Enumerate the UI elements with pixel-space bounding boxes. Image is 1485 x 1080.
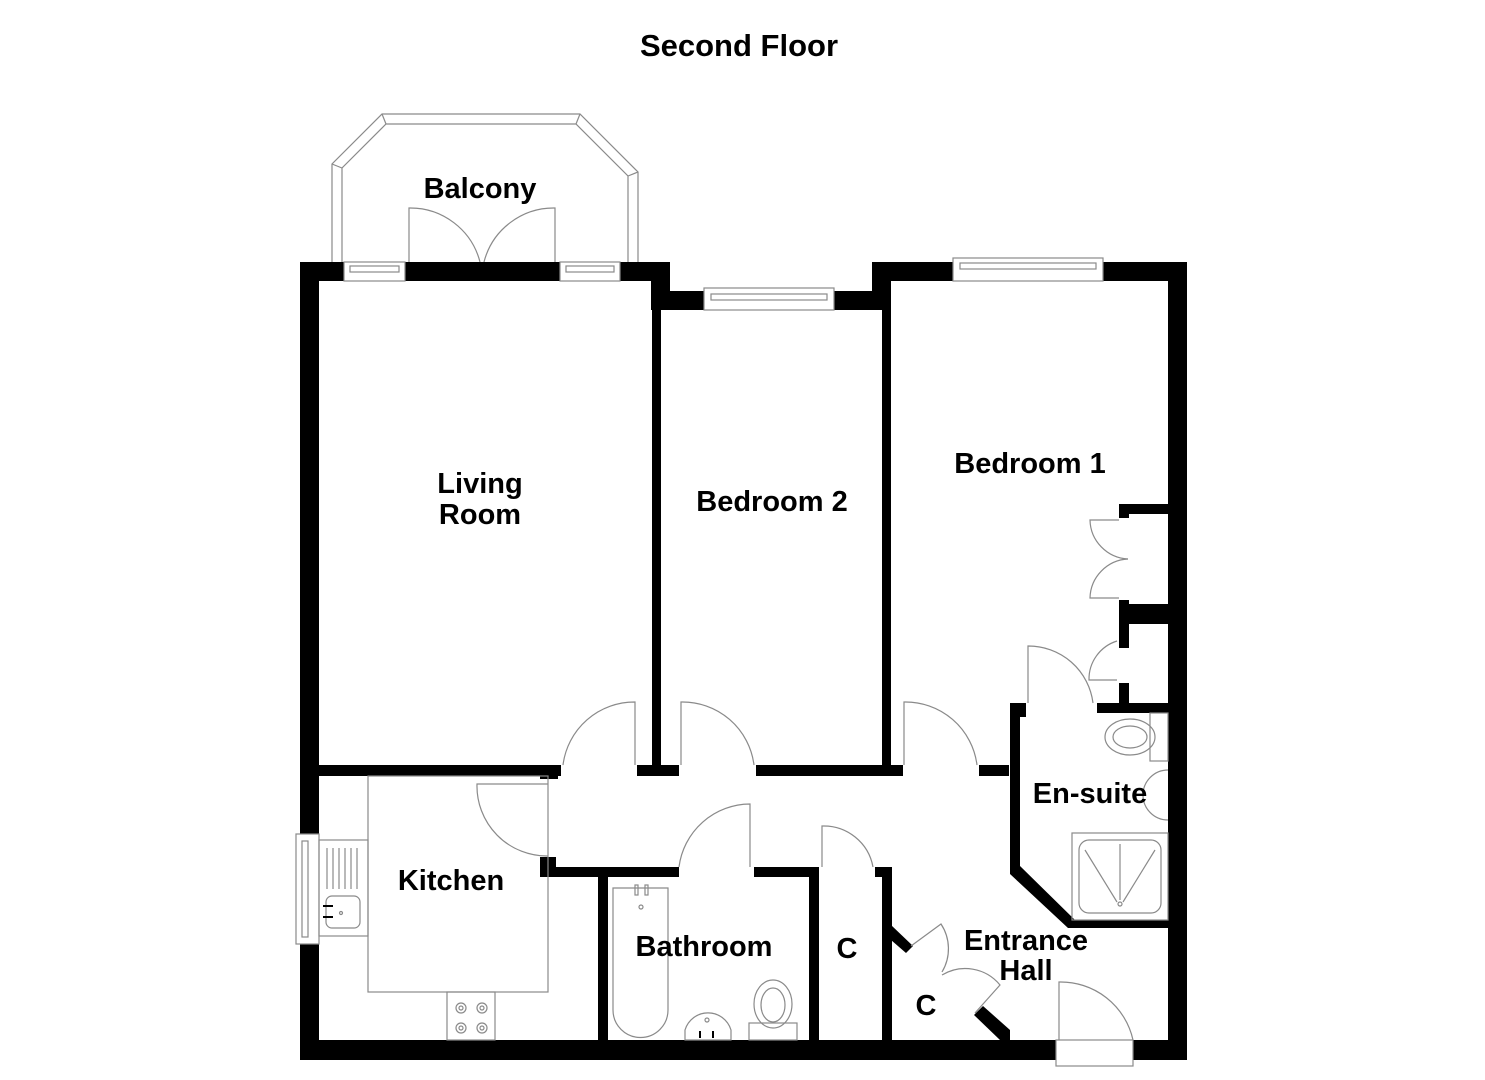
- room-label-cupboard-2: C: [915, 990, 937, 1022]
- room-label-bedroom2: Bedroom 2: [696, 486, 848, 518]
- kitchen-fittings: [318, 775, 549, 1041]
- room-label-living-room-line2: Room: [438, 499, 522, 531]
- windows: [295, 257, 1104, 945]
- room-label-entrance-hall-line1: Entrance: [963, 925, 1089, 957]
- room-label-bedroom1: Bedroom 1: [954, 448, 1106, 480]
- outer-walls: [300, 262, 1187, 1060]
- room-label-ensuite: En-suite: [1032, 778, 1148, 810]
- room-label-living-room-line1: Living: [437, 468, 523, 500]
- room-label-entrance-hall-line2: Hall: [999, 955, 1053, 987]
- room-label-balcony: Balcony: [423, 173, 537, 205]
- balcony-railing: [331, 113, 639, 262]
- floor-title: Second Floor: [639, 28, 839, 63]
- room-label-kitchen: Kitchen: [397, 865, 505, 897]
- room-label-cupboard-1: C: [836, 933, 858, 965]
- interior-walls: [319, 262, 1168, 1040]
- bathroom-fittings: [612, 884, 798, 1041]
- doors: [476, 519, 1134, 1067]
- ensuite-fittings: [1071, 712, 1169, 921]
- balcony-doors: [408, 207, 556, 263]
- room-label-bathroom: Bathroom: [635, 931, 773, 963]
